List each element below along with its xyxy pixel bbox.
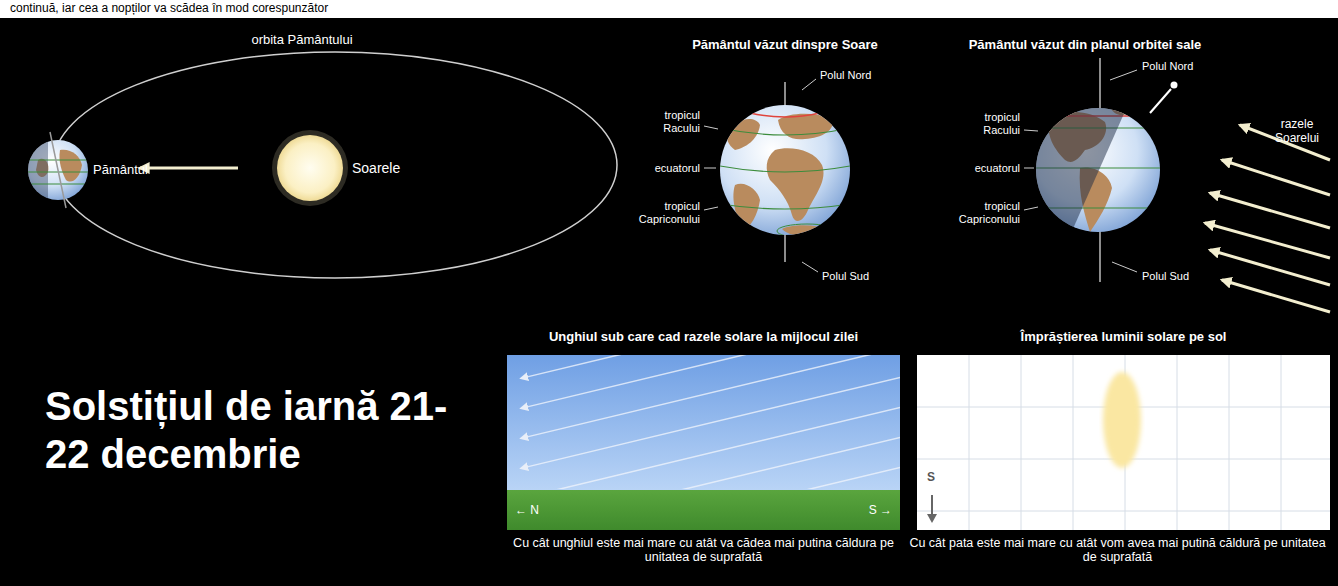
annotation-label: ecuatorul: [975, 162, 1020, 175]
annotation-label: Pământul văzut din planul orbitei sale: [969, 38, 1202, 53]
grid-line: [1177, 355, 1178, 530]
annotation-label: orbita Pământului: [251, 33, 352, 48]
annotation-label: Polul Sud: [1142, 270, 1189, 283]
continent: [767, 148, 824, 221]
panel-heading: Unghiul sub care cad razele solare la mi…: [507, 330, 900, 345]
diagram-title: Solstițiul de iarnă 21-22 decembrie: [45, 382, 465, 478]
south-arrowhead: [927, 514, 937, 523]
orbit-ellipse: [53, 52, 617, 278]
small-earth: [28, 132, 88, 208]
leader-line: [704, 207, 718, 210]
sky-area: [507, 355, 900, 490]
latitude-line: [28, 160, 88, 161]
continent: [59, 150, 82, 182]
top-strip: [0, 0, 1338, 18]
ray-arrow: [521, 355, 900, 438]
annotation-label: razele Soarelui: [1262, 118, 1332, 146]
panel-drawing: [507, 355, 900, 530]
leader-line: [1024, 168, 1034, 169]
ground-band: [507, 490, 900, 530]
ray-arrow: [521, 355, 900, 408]
night-side: [1030, 100, 1130, 240]
annotation-label: Polul Nord: [1142, 60, 1193, 73]
sun-disc: [277, 135, 343, 201]
globe-from-sun: [704, 79, 850, 272]
leader-line: [704, 126, 718, 129]
ground-panel: Împrăștierea luminii solare pe solSCu câ…: [917, 355, 1330, 530]
polar-circle: [777, 224, 837, 238]
observer-head: [1171, 82, 1178, 89]
leader-line: [802, 79, 816, 90]
observer-stick: [1150, 89, 1171, 113]
grid-lines: [969, 355, 1281, 530]
ray-arrow: [521, 355, 900, 378]
annotation-label: tropicul Capriconului: [630, 200, 700, 225]
annotation-label: Pământul: [93, 163, 148, 178]
ray-arrow: [1210, 193, 1330, 228]
grid-line: [1229, 355, 1230, 530]
south-arrow: [931, 495, 933, 515]
direction-arrow: [140, 167, 238, 170]
earth-axis: [50, 132, 66, 208]
continent: [782, 225, 832, 236]
running-text: continuă, iar cea a nopților va scădea î…: [10, 2, 328, 16]
equator-line: [720, 166, 850, 172]
leader-line: [802, 262, 818, 272]
annotation-label: Soarele: [352, 160, 400, 176]
globe-from-orbit: [1024, 58, 1178, 282]
ray-arrow: [521, 405, 900, 489]
grid-line: [969, 355, 970, 530]
ray-arrow: [1222, 160, 1330, 195]
arctic-circle: [750, 113, 820, 117]
globe-detail: [1030, 100, 1165, 240]
panel-caption: Cu cât unghiul este mai mare cu atât va …: [497, 536, 910, 565]
sun-rays: [521, 355, 900, 489]
latitude-line: [28, 184, 88, 185]
globe-detail: [720, 113, 850, 238]
direction-label: S: [927, 471, 935, 485]
annotation-label: tropicul Racului: [950, 111, 1020, 136]
panel-heading: Împrăștierea luminii solare pe sol: [917, 330, 1330, 345]
sun-glow: [272, 130, 348, 206]
leader-line: [1024, 130, 1038, 131]
light-spot: [1103, 372, 1141, 468]
grid-line: [917, 511, 1330, 512]
grid-line: [1021, 355, 1022, 530]
annotation-label: Polul Sud: [822, 270, 869, 283]
leader-line: [704, 168, 716, 169]
ground-panel: [917, 355, 1330, 530]
ray-arrow: [1210, 250, 1330, 285]
globe-disc: [720, 105, 850, 235]
panel-drawing: [917, 355, 1330, 530]
grid-line: [1073, 355, 1074, 530]
ray-arrow: [1222, 280, 1330, 312]
grid-line: [1281, 355, 1282, 530]
annotation-label: tropicul Racului: [630, 109, 700, 134]
sun-rays: [1205, 125, 1330, 312]
tropic-line: [720, 128, 850, 135]
panel-caption: Cu cât pata este mai mare cu atât vom av…: [901, 536, 1334, 565]
leader-line: [1024, 207, 1038, 210]
tropic-line: [720, 204, 850, 209]
annotation-label: Pământul văzut dinspre Soare: [692, 38, 878, 53]
night-side: [28, 140, 48, 200]
leader-line: [1110, 70, 1137, 80]
ray-arrow: [521, 465, 900, 489]
direction-label: S →: [869, 504, 892, 518]
annotation-label: tropicul Capriconului: [950, 200, 1020, 225]
sky-panel: Unghiul sub care cad razele solare la mi…: [507, 355, 900, 530]
annotation-label: Polul Nord: [820, 69, 871, 82]
direction-label: ← N: [515, 504, 539, 518]
annotation-label: ecuatorul: [655, 162, 700, 175]
continent: [727, 119, 760, 150]
leader-line: [1112, 262, 1137, 272]
